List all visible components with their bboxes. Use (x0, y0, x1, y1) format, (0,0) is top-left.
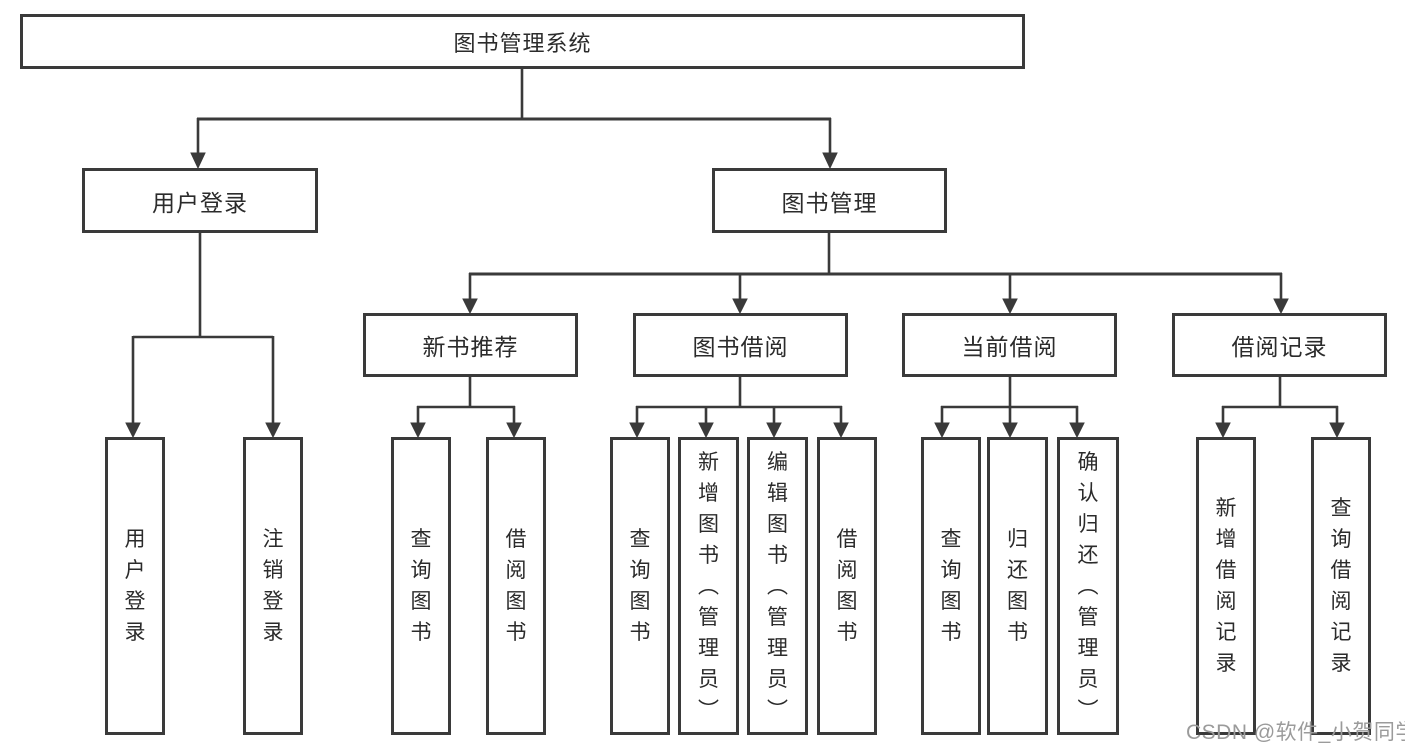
node-label: 查询借阅记录 (1330, 497, 1352, 675)
leaf-add-book-admin: 新增图书︵管理员︶ (678, 437, 739, 735)
leaf-logout: 注销登录 (243, 437, 303, 735)
node-label: 借阅图书 (505, 528, 527, 644)
node-book-borrow: 图书借阅 (633, 313, 848, 377)
csdn-watermark: CSDN @软件_小贺同学 (1186, 721, 1405, 744)
node-label: 归还图书 (1007, 528, 1028, 644)
leaf-query-borrow-record: 查询借阅记录 (1311, 437, 1371, 735)
node-label: 新增借阅记录 (1215, 497, 1237, 675)
leaf-return-book: 归还图书 (987, 437, 1048, 735)
node-label: 确认归还︵管理员︶ (1077, 450, 1099, 722)
node-root-system: 图书管理系统 (20, 14, 1025, 69)
leaf-query-book-1: 查询图书 (391, 437, 451, 735)
connector-borrow-record-children (1215, 377, 1345, 439)
node-label: 新书推荐 (422, 334, 519, 360)
connector-book-management-branch (462, 233, 1289, 315)
node-current-borrow: 当前借阅 (902, 313, 1117, 377)
node-label: 注销登录 (262, 528, 284, 644)
leaf-edit-book-admin: 编辑图书︵管理员︶ (747, 437, 808, 735)
node-label: 查询图书 (940, 528, 962, 644)
node-label: 图书借阅 (692, 334, 789, 360)
node-label: 查询图书 (410, 528, 432, 644)
node-label: 查询图书 (629, 528, 651, 644)
node-label: 用户登录 (152, 189, 248, 216)
leaf-query-book-2: 查询图书 (610, 437, 670, 735)
node-label: 用户登录 (124, 528, 146, 644)
node-label: 图书管理 (781, 189, 878, 216)
node-label: 借阅记录 (1231, 334, 1328, 360)
connector-new-book-children (410, 377, 522, 439)
connector-user-login-branch (125, 233, 281, 439)
node-user-login: 用户登录 (82, 168, 318, 233)
node-new-book-recommend: 新书推荐 (363, 313, 578, 377)
connector-book-borrow-children (629, 377, 849, 439)
leaf-borrow-book-1: 借阅图书 (486, 437, 546, 735)
leaf-add-borrow-record: 新增借阅记录 (1196, 437, 1256, 735)
node-label: 新增图书︵管理员︶ (698, 450, 719, 722)
connector-root-to-level2 (190, 68, 838, 170)
leaf-borrow-book-2: 借阅图书 (817, 437, 877, 735)
node-label: 借阅图书 (836, 528, 858, 644)
connector-current-borrow-children (934, 377, 1085, 439)
node-book-management: 图书管理 (712, 168, 947, 233)
leaf-confirm-return-admin: 确认归还︵管理员︶ (1057, 437, 1119, 735)
leaf-query-book-3: 查询图书 (921, 437, 981, 735)
node-label: 图书管理系统 (453, 30, 592, 56)
node-label: 当前借阅 (961, 334, 1058, 360)
leaf-user-login: 用户登录 (105, 437, 165, 735)
node-label: 编辑图书︵管理员︶ (767, 450, 788, 722)
node-borrow-record: 借阅记录 (1172, 313, 1387, 377)
